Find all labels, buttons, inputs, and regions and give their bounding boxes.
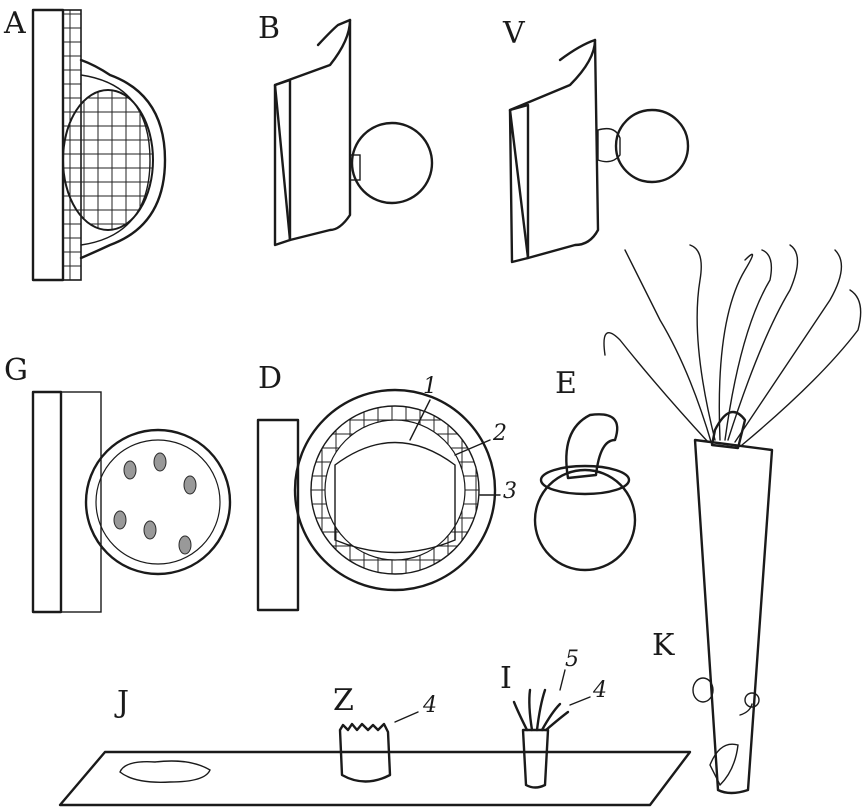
panel-i-drawing <box>514 670 590 788</box>
panel-v-label: V <box>502 16 526 51</box>
panel-b-label: B <box>258 11 280 46</box>
panel-d-label: D <box>258 361 282 396</box>
callout-4-z: 4 <box>422 693 437 718</box>
panel-v-drawing <box>510 40 688 262</box>
callout-2: 2 <box>492 421 507 446</box>
panel-a-label: A <box>3 6 26 41</box>
panel-g-label: G <box>4 353 28 388</box>
panel-k-drawing <box>604 245 861 793</box>
panel-g-drawing <box>33 392 230 612</box>
panel-d-drawing <box>258 390 500 610</box>
callout-5: 5 <box>565 647 579 672</box>
panel-z-label: Z <box>333 683 354 718</box>
panel-z-drawing <box>340 712 418 782</box>
callout-1: 1 <box>423 374 437 399</box>
panel-b-drawing <box>275 20 432 245</box>
callout-3: 3 <box>503 479 517 504</box>
panel-e-label: E <box>555 366 577 401</box>
panel-i-label: I <box>500 661 512 696</box>
panel-k-label: K <box>652 628 675 663</box>
panel-a-drawing <box>33 10 165 280</box>
callout-4-i: 4 <box>592 678 607 703</box>
panel-j-drawing <box>60 752 690 805</box>
panel-e-drawing <box>535 414 635 570</box>
panel-j-label: J <box>114 685 129 720</box>
